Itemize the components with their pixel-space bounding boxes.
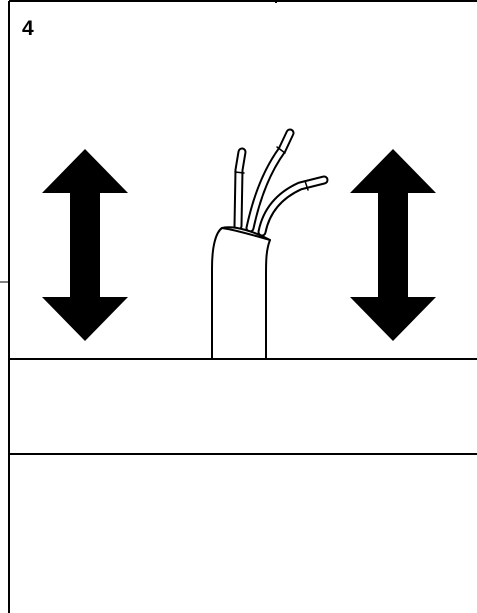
step-number: 4 bbox=[22, 17, 34, 40]
wire-3-strip-mark bbox=[304, 180, 309, 191]
double-headed-vertical-arrow-icon bbox=[42, 149, 128, 341]
cable-jacket-opening bbox=[221, 227, 271, 241]
wire-1-strip-mark bbox=[234, 171, 245, 174]
cable-jacket bbox=[211, 226, 271, 360]
wire-2-strip-mark bbox=[276, 146, 286, 154]
double-headed-vertical-arrow-icon bbox=[350, 149, 436, 341]
wire-1 bbox=[233, 147, 247, 231]
panel-border bbox=[8, 0, 477, 613]
wire-3 bbox=[257, 175, 329, 237]
wire-2 bbox=[245, 128, 295, 233]
stripped-cable-icon bbox=[211, 128, 329, 360]
